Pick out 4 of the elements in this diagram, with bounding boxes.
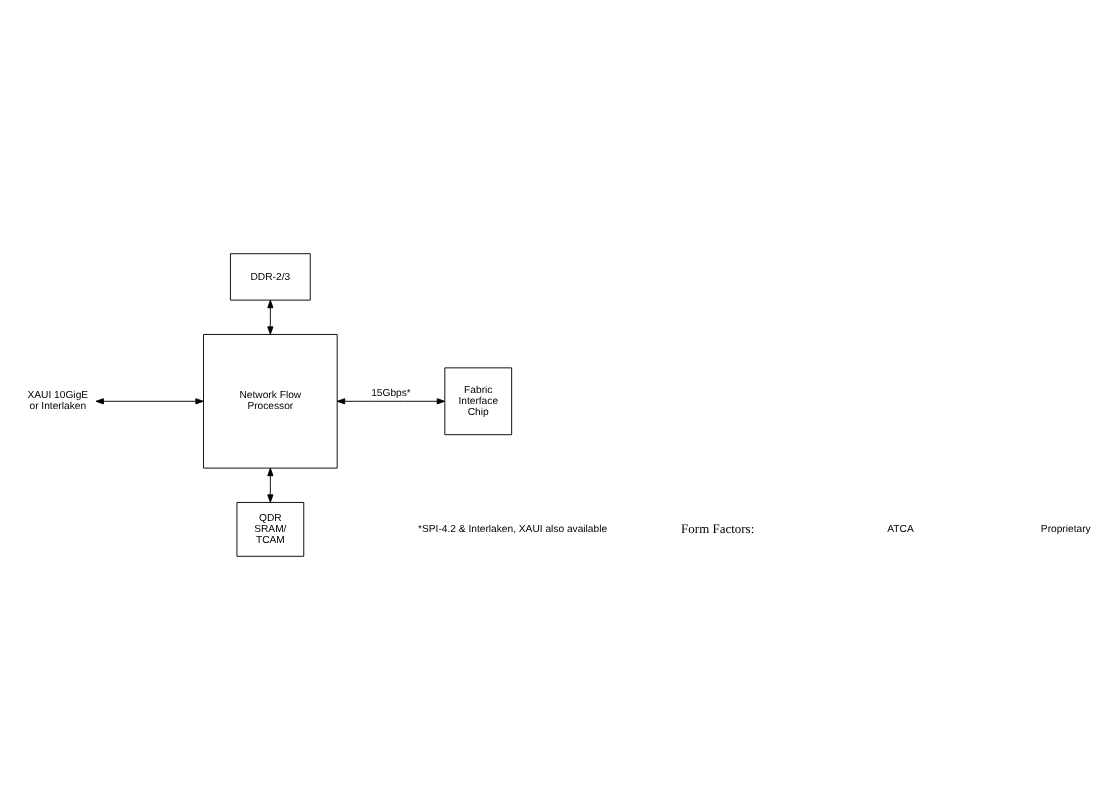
arrow: [336, 398, 446, 405]
arrow: [267, 467, 274, 503]
arrow: [267, 299, 274, 335]
arrow: [95, 398, 204, 405]
